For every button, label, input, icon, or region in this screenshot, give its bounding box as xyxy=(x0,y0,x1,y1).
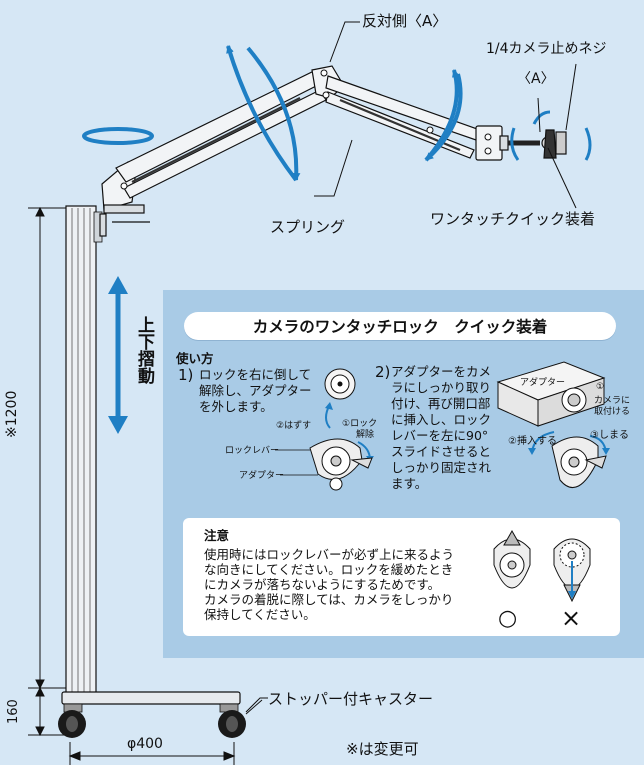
diag1-adapter: アダプター xyxy=(239,471,285,481)
diag2-attach-1: ① xyxy=(596,382,605,392)
caution-illustrations xyxy=(493,529,591,603)
label-screw: 1/4カメラ止めネジ xyxy=(486,41,607,57)
pivots xyxy=(120,69,492,190)
caution-heading: 注意 xyxy=(204,528,230,543)
diag1-remove: ②はずす xyxy=(276,421,312,431)
label-screw-a: 〈A〉 xyxy=(517,71,555,87)
caution-ng-mark: × xyxy=(561,604,582,632)
panel-title: カメラのワンタッチロック クイック装着 xyxy=(184,312,616,340)
step2-diagram xyxy=(496,361,610,489)
caution-box xyxy=(183,518,620,636)
step1-diagram xyxy=(275,368,374,491)
vertical-slide-arrow xyxy=(108,276,128,434)
label-opposite-side: 反対側〈A〉 xyxy=(362,12,448,30)
diag2-close: ③しまる xyxy=(590,430,629,441)
label-vertical-slide: 上下摺動 xyxy=(134,316,154,384)
label-one-touch: ワンタッチクイック装着 xyxy=(430,210,596,228)
usage-heading: 使い方 xyxy=(176,351,214,366)
caution-line-3: にカメラが落ちないようにするためです。 xyxy=(204,577,441,592)
diameter-dimension xyxy=(68,742,236,765)
label-diameter: φ400 xyxy=(127,736,163,752)
diag2-attach-2: カメラに xyxy=(594,396,631,406)
step2-text: アダプターをカメラにしっかり取り付け、再び開口部に挿入し、ロックレバーを左に90… xyxy=(391,364,492,491)
label-height: ※1200 xyxy=(4,390,20,438)
diag2-attach-3: 取付ける xyxy=(594,407,631,417)
label-caster: ストッパー付キャスター xyxy=(268,690,434,708)
pole xyxy=(65,205,103,697)
diag1-unlock-1: ①ロック xyxy=(342,419,378,429)
diag2-insert: ②挿入する xyxy=(508,436,557,447)
arm xyxy=(99,65,567,237)
diag2-adapter: アダプター xyxy=(520,378,566,388)
caution-line-1: 使用時にはロックレバーが必ず上に来るよう xyxy=(204,547,455,562)
label-spring: スプリング xyxy=(270,218,346,236)
caution-line-5: 保持してください。 xyxy=(204,607,316,622)
base xyxy=(58,691,263,738)
diag1-unlock-2: 解除 xyxy=(356,430,375,440)
caution-ok-mark: ○ xyxy=(498,606,518,631)
rotation-arrows xyxy=(82,45,592,182)
caution-line-2: な向きにしてください。ロックを緩めたとき xyxy=(204,562,454,577)
diag1-lock-lever: ロックレバー xyxy=(225,446,280,456)
label-base-height: 160 xyxy=(6,699,21,724)
step1-number: 1) xyxy=(178,366,194,384)
step2-number: 2) xyxy=(375,363,391,381)
height-dimension xyxy=(28,206,66,737)
step1-text: ロックを右に倒して解除し、アダプターを外します。 xyxy=(199,367,312,414)
caution-line-4: カメラの着脱に際しては、カメラをしっかり xyxy=(204,592,454,607)
leader-lines xyxy=(245,21,577,713)
label-changeable: ※は変更可 xyxy=(346,740,419,758)
